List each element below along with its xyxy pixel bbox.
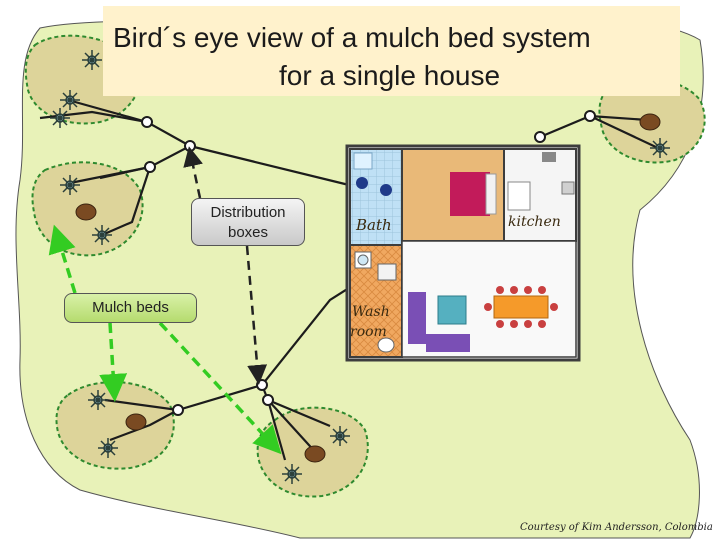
house-floor-plan	[345, 144, 581, 362]
banana-plant-icons	[50, 50, 670, 484]
title-banner: Bird´s eye view of a mulch bed system fo…	[103, 6, 680, 96]
distribution-boxes-callout: Distribution boxes	[191, 198, 305, 246]
mulch-bed-bottom-left	[55, 381, 175, 470]
bath-label: Bath	[356, 216, 392, 234]
distribution-box-arrows	[183, 146, 268, 385]
mulch-bed-arrows	[48, 224, 282, 455]
title-line-2: for a single house	[279, 60, 501, 91]
wash-label-line-1: Wash	[352, 304, 390, 320]
mulch-beds-callout: Mulch beds	[64, 293, 197, 323]
wash-label-line-2: room	[350, 324, 387, 340]
title-line-1: Bird´s eye view of a mulch bed system	[113, 22, 591, 53]
image-credit: Courtesy of Kim Andersson, Colombia	[520, 522, 713, 533]
kitchen-label: kitchen	[508, 214, 561, 230]
